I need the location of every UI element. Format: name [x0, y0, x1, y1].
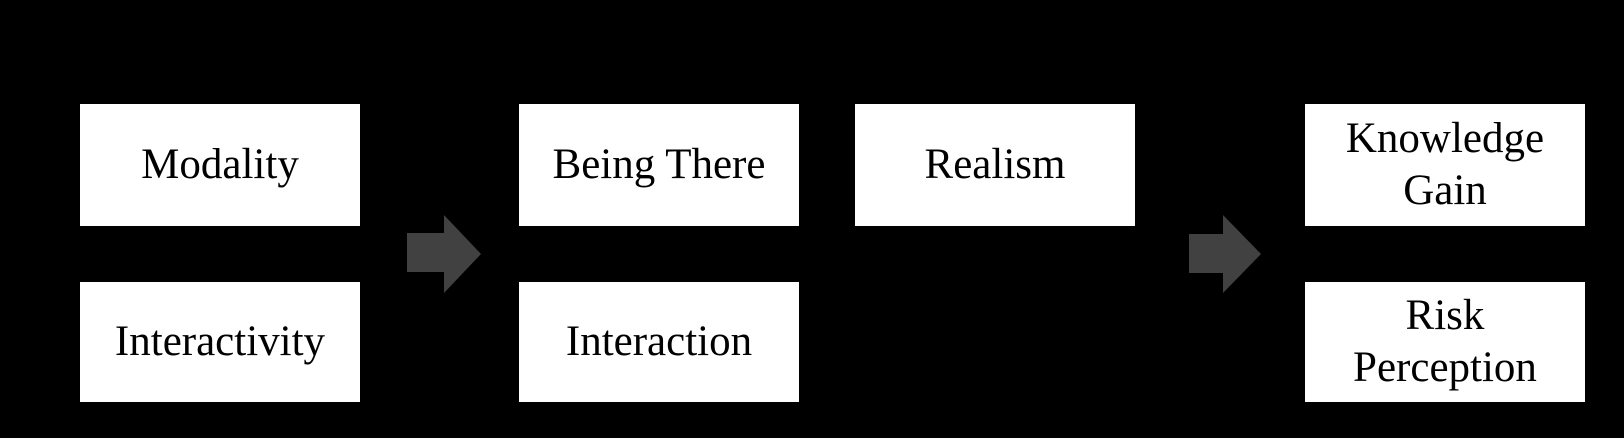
box-being-there: Being There — [519, 104, 799, 226]
box-label: Interactivity — [114, 318, 326, 366]
box-label: Knowledge Gain — [1345, 115, 1545, 214]
box-interactivity: Interactivity — [80, 282, 360, 402]
box-knowledge-gain: Knowledge Gain — [1305, 104, 1585, 226]
box-modality: Modality — [80, 104, 360, 226]
box-label: Realism — [924, 141, 1066, 189]
box-label: Modality — [141, 141, 299, 189]
right-arrow-icon — [407, 215, 481, 293]
box-label: Being There — [552, 141, 766, 189]
box-realism: Realism — [855, 104, 1135, 226]
box-risk-perception: Risk Perception — [1305, 282, 1585, 402]
right-arrow-icon — [1189, 215, 1263, 293]
box-interaction: Interaction — [519, 282, 799, 402]
box-label: Interaction — [565, 318, 753, 366]
box-label: Risk Perception — [1353, 292, 1537, 391]
